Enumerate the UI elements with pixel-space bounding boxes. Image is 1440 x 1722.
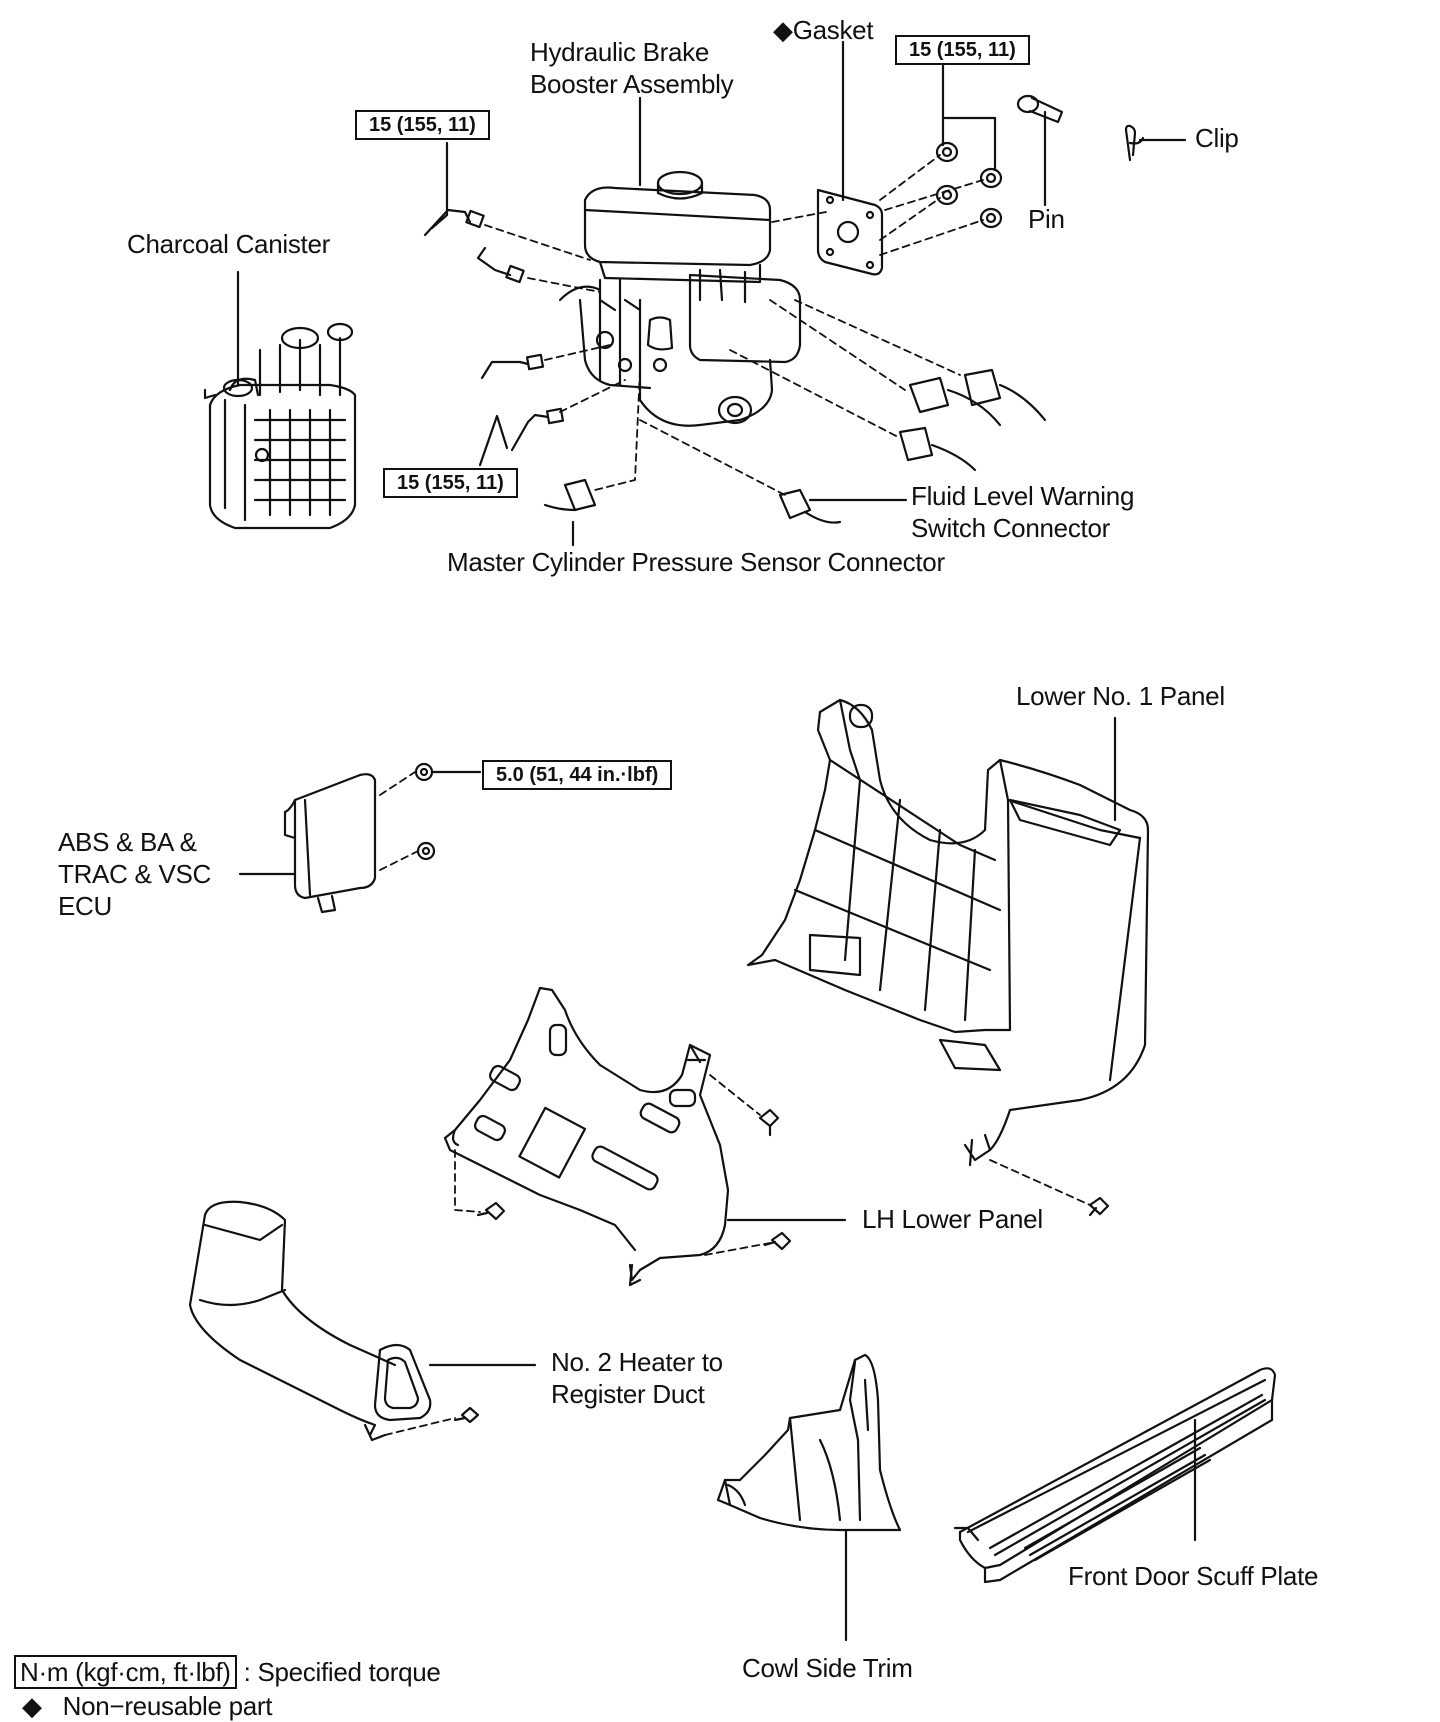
cowl-side-trim-label: Cowl Side Trim <box>742 1653 913 1683</box>
ecu-label-line3: ECU <box>58 891 112 921</box>
fluid-level-label-line1: Fluid Level Warning <box>911 481 1135 511</box>
front-door-scuff-label: Front Door Scuff Plate <box>1068 1561 1319 1591</box>
lh-lower-panel-drawing <box>443 986 730 1287</box>
legend-torque: N·m (kgf·cm, ft·lbf) : Specified torque <box>14 1655 441 1689</box>
lh-lower-panel-label: LH Lower Panel <box>862 1204 1043 1234</box>
dashed-guide-lines <box>379 154 1091 1436</box>
heater-duct-label-line2: Register Duct <box>551 1379 705 1409</box>
brake-booster-drawing <box>558 170 802 427</box>
scuff-plate-drawing <box>953 1367 1277 1584</box>
brake-booster-label-line2: Booster Assembly <box>530 69 734 99</box>
master-cylinder-sensor-label: Master Cylinder Pressure Sensor Connecto… <box>447 547 945 577</box>
ecu-label-line2: TRAC & VSC <box>58 859 212 889</box>
gasket-nuts-drawing <box>935 141 1003 229</box>
legend-nonreusable-text: Non−reusable part <box>62 1691 273 1721</box>
fluid-level-label-line2: Switch Connector <box>911 513 1110 543</box>
heater-duct-label-line1: No. 2 Heater to <box>551 1347 723 1377</box>
torque-box-ecu-nuts: 5.0 (51, 44 in.·lbf) <box>482 760 673 790</box>
diamond-icon: ◆ <box>22 1691 42 1721</box>
torque-box-lower-lines: 15 (155, 11) <box>383 468 518 498</box>
clip-label: Clip <box>1195 123 1239 153</box>
ecu-label-line1: ABS & BA & <box>58 827 197 857</box>
brake-booster-label-line1: Hydraulic Brake <box>530 37 710 67</box>
gasket-drawing <box>816 188 884 276</box>
cowl-side-trim-drawing <box>716 1353 902 1532</box>
pin-label: Pin <box>1028 204 1065 234</box>
leader-lines <box>236 40 1197 1642</box>
gasket-label: ◆Gasket <box>773 15 874 45</box>
connectors-drawing <box>543 368 1047 524</box>
legend-nonreusable: ◆ Non−reusable part <box>22 1690 272 1722</box>
lower-no1-panel-drawing <box>746 698 1150 1167</box>
charcoal-canister-drawing <box>203 322 357 530</box>
clip-drawing <box>1124 124 1145 162</box>
torque-box-upper-line: 15 (155, 11) <box>355 110 490 140</box>
lower-no1-panel-label: Lower No. 1 Panel <box>1016 681 1225 711</box>
torque-box-gasket-nuts: 15 (155, 11) <box>895 35 1030 65</box>
pin-drawing <box>1016 94 1064 124</box>
ecu-drawing <box>283 762 436 914</box>
heater-duct-drawing <box>188 1200 432 1442</box>
legend-unit-desc: : Specified torque <box>243 1657 441 1687</box>
charcoal-canister-label: Charcoal Canister <box>127 229 330 259</box>
brake-lines-drawing <box>423 208 565 452</box>
legend-unit-box: N·m (kgf·cm, ft·lbf) <box>14 1655 237 1689</box>
